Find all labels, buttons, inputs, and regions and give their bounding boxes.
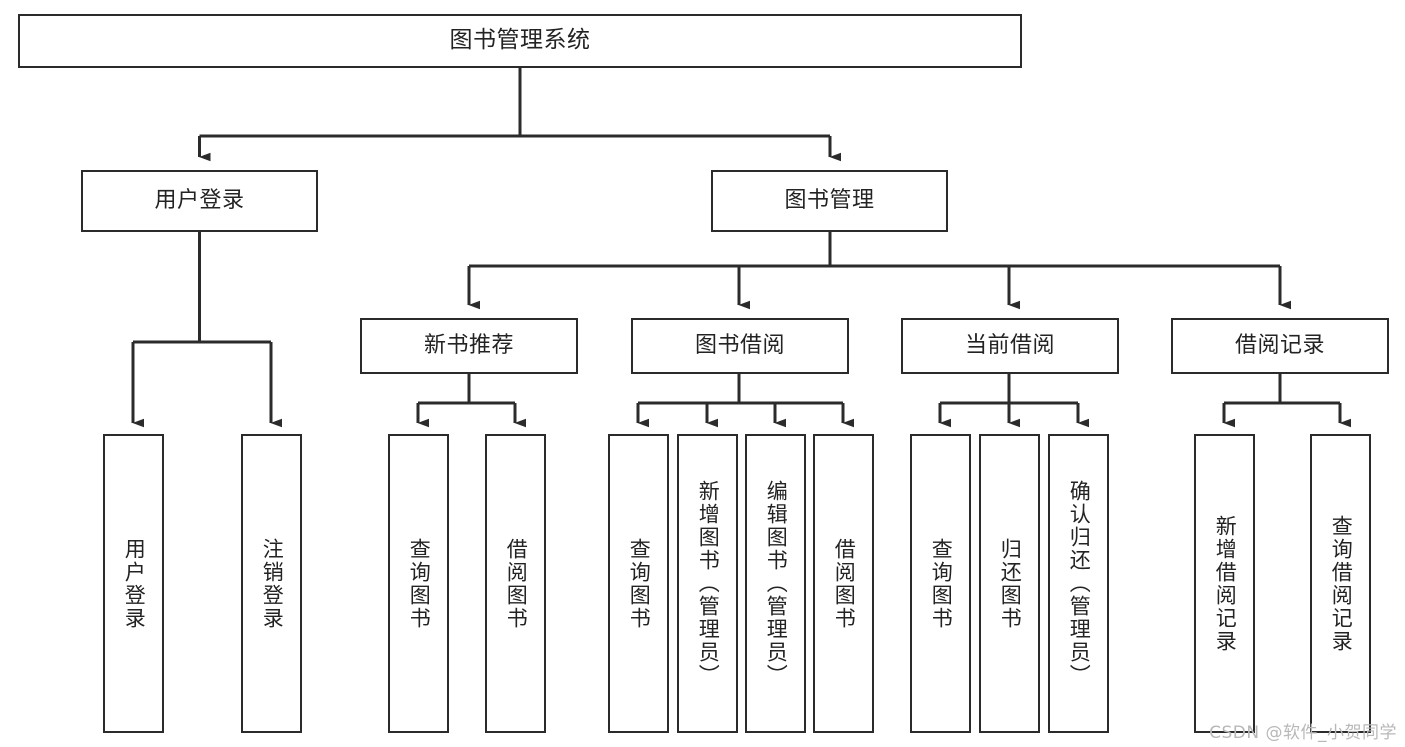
node-leaf-query-book-recommend[interactable]: 查询图书 [388, 434, 449, 733]
node-label: 图书借阅 [694, 332, 785, 358]
node-leaf-user-login[interactable]: 用户登录 [103, 434, 164, 733]
node-leaf-query-borrow-record[interactable]: 查询借阅记录 [1310, 434, 1371, 733]
node-leaf-return-book[interactable]: 归还图书 [979, 434, 1040, 733]
node-label: 查询图书 [407, 537, 432, 630]
connectors [131, 68, 1351, 428]
node-borrow-record[interactable]: 借阅记录 [1171, 318, 1389, 374]
node-user-login[interactable]: 用户登录 [81, 170, 318, 232]
node-leaf-logout-login[interactable]: 注销登录 [241, 434, 302, 733]
node-label: 查询图书 [929, 537, 954, 630]
node-root-book-management-system[interactable]: 图书管理系统 [18, 14, 1022, 68]
node-label: 确认归还（管理员） [1067, 480, 1092, 687]
node-leaf-query-book-borrow[interactable]: 查询图书 [608, 434, 669, 733]
node-book-manage[interactable]: 图书管理 [711, 170, 948, 232]
node-current-borrow[interactable]: 当前借阅 [901, 318, 1119, 374]
node-leaf-query-book-current[interactable]: 查询图书 [910, 434, 971, 733]
node-leaf-borrow-book-recommend[interactable]: 借阅图书 [485, 434, 546, 733]
node-leaf-add-book-admin[interactable]: 新增图书（管理员） [677, 434, 738, 733]
node-leaf-edit-book-admin[interactable]: 编辑图书（管理员） [745, 434, 806, 733]
node-leaf-confirm-return-admin[interactable]: 确认归还（管理员） [1048, 434, 1109, 733]
node-label: 借阅图书 [504, 537, 529, 630]
node-label: 归还图书 [998, 537, 1023, 630]
node-label: 借阅图书 [832, 537, 857, 630]
node-label: 图书管理系统 [449, 27, 591, 54]
node-label: 新增借阅记录 [1213, 514, 1238, 653]
node-label: 当前借阅 [964, 332, 1055, 358]
node-label: 编辑图书（管理员） [764, 480, 789, 687]
node-label: 新书推荐 [423, 332, 514, 358]
node-label: 注销登录 [260, 537, 285, 630]
node-label: 查询图书 [627, 537, 652, 630]
node-leaf-borrow-book[interactable]: 借阅图书 [813, 434, 874, 733]
node-new-book-recommend[interactable]: 新书推荐 [360, 318, 578, 374]
node-label: 借阅记录 [1234, 332, 1325, 358]
node-label: 查询借阅记录 [1329, 514, 1354, 653]
node-label: 新增图书（管理员） [696, 480, 721, 687]
node-label: 用户登录 [154, 187, 245, 213]
node-book-borrow[interactable]: 图书借阅 [631, 318, 849, 374]
node-leaf-add-borrow-record[interactable]: 新增借阅记录 [1194, 434, 1255, 733]
node-label: 用户登录 [122, 537, 147, 630]
node-label: 图书管理 [784, 187, 875, 213]
